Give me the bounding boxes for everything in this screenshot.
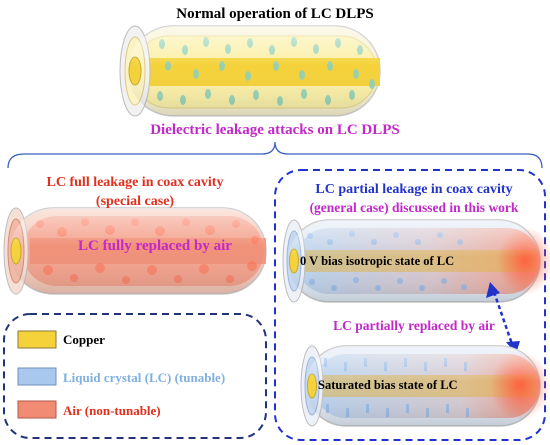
partial-coax-bottom bbox=[300, 345, 550, 427]
diagram-title: Normal operation of LC DLPS bbox=[176, 6, 374, 22]
partial-leakage-subtitle: (general case) discussed in this work bbox=[309, 200, 519, 215]
legend-swatch-air bbox=[17, 400, 57, 419]
legend-box bbox=[3, 313, 267, 439]
full-leakage-state-label: LC fully replaced by air bbox=[78, 238, 232, 254]
legend-swatch-lc bbox=[17, 367, 57, 386]
full-leakage-coax bbox=[3, 207, 267, 295]
normal-coax bbox=[119, 25, 381, 117]
partial-coax-top bbox=[282, 219, 550, 303]
branch-brace bbox=[7, 141, 543, 169]
legend-swatch-copper bbox=[17, 330, 57, 349]
full-leakage-title: LC full leakage in coax cavity bbox=[46, 175, 224, 190]
partial-leakage-box bbox=[274, 169, 546, 441]
attack-label: Dielectric leakage attacks on LC DLPS bbox=[150, 122, 400, 138]
partial-leakage-title: LC partial leakage in coax cavity bbox=[315, 182, 513, 197]
legend-lc-label: Liquid crystal (LC) (tunable) bbox=[63, 370, 226, 385]
legend-copper-label: Copper bbox=[63, 332, 105, 347]
legend-air-label: Air (non-tunable) bbox=[63, 403, 161, 418]
top-state-label: 0 V bias isotropic state of LC bbox=[300, 254, 455, 268]
full-leakage-subtitle: (special case) bbox=[95, 194, 175, 209]
partial-replaced-label: LC partially replaced by air bbox=[333, 318, 495, 333]
bottom-state-label: Saturated bias state of LC bbox=[318, 378, 458, 392]
